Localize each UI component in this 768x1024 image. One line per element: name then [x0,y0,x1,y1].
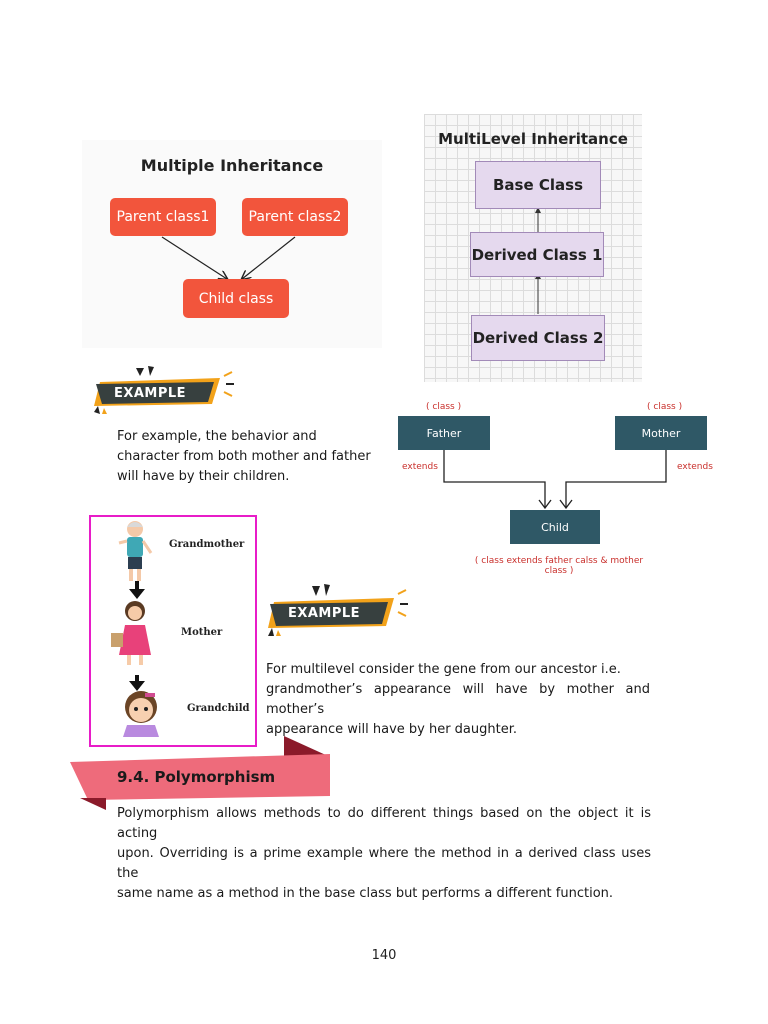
parent-class1-box: Parent class1 [110,198,216,236]
section-ribbon [70,736,330,810]
polymorphism-line: Polymorphism allows methods to do differ… [117,806,651,841]
example-badge-2: EXAMPLE [266,582,411,638]
example1-text: For example, the behavior and character … [117,427,387,487]
mother-label: Mother [181,627,223,638]
derived-class2-box: Derived Class 2 [471,315,605,361]
parent-class2-box: Parent class2 [242,198,348,236]
example-label-2: EXAMPLE [287,606,361,621]
mother-class-tag: ( class ) [647,402,683,412]
page-number: 140 [371,948,397,963]
polymorphism-line: upon. Overriding is a prime example wher… [117,846,651,881]
arrow-down-icon [129,581,145,599]
mother-box: Mother [615,416,707,450]
multilevel-arrows [535,207,541,314]
example2-line: grandmother’s appearance will have by mo… [266,682,650,717]
grandchild-label: Grandchild [187,703,250,714]
example1-line: character from both mother and father [117,449,371,464]
multiple-inheritance-diagram: Multiple Inheritance Parent class1 Paren… [82,140,382,348]
example-badge-1: EXAMPLE [92,364,237,416]
father-box: Father [398,416,490,450]
section-title: 9.4. Polymorphism [117,768,276,786]
base-class-box: Base Class [475,161,601,209]
child-class-box: Child class [183,279,289,318]
example2-text: For multilevel consider the gene from ou… [266,660,650,740]
example1-line: For example, the behavior and [117,429,317,444]
father-mother-arrows [443,450,667,510]
family-illustration: Grandmother Mother Grandchild [89,515,257,747]
mother-extends-label: extends [677,462,713,472]
polymorphism-paragraph: Polymorphism allows methods to do differ… [117,804,651,904]
example1-line: will have by their children. [117,469,290,484]
mother-figure-icon [111,601,151,665]
child-box: Child [510,510,600,544]
father-extends-label: extends [402,462,438,472]
father-class-tag: ( class ) [426,402,462,412]
example-badge-shape [94,366,234,414]
example2-line: For multilevel consider the gene from ou… [266,662,621,677]
grandmother-label: Grandmother [169,539,245,550]
derived-class1-box: Derived Class 1 [470,232,604,277]
multilevel-inheritance-title: MultiLevel Inheritance [438,130,628,148]
example2-line: appearance will have by her daughter. [266,722,518,737]
multiple-inheritance-title: Multiple Inheritance [140,156,324,175]
example-label-1: EXAMPLE [113,386,187,401]
multiple-inheritance-arrows [161,236,296,348]
grandmother-figure-icon [118,521,153,581]
example-badge-shape [268,584,408,636]
father-mother-diagram: ( class ) ( class ) Father Mother extend… [392,392,718,588]
child-caption: ( class extends father calss & mother cl… [474,556,644,576]
multilevel-inheritance-diagram: MultiLevel Inheritance Base Class Derive… [424,114,642,382]
grandchild-figure-icon [123,691,159,737]
arrow-down-icon [129,675,145,691]
polymorphism-line: same name as a method in the base class … [117,886,614,901]
